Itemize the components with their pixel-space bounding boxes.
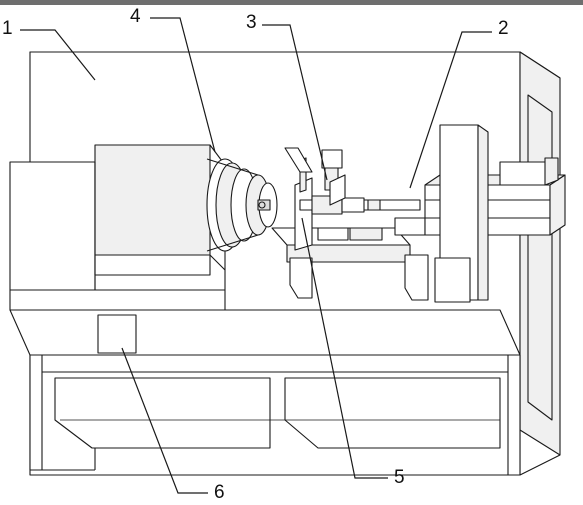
callout-4: 4 (130, 6, 141, 27)
callout-6: 6 (214, 482, 225, 503)
callout-5: 5 (394, 467, 405, 488)
tool-holder (321, 149, 346, 206)
top-border-bar (0, 0, 583, 5)
tailstock (424, 124, 566, 303)
headstock (9, 144, 226, 311)
callout-3: 3 (246, 12, 257, 33)
leader-lines (20, 17, 492, 494)
callout-2: 2 (498, 18, 509, 39)
spindle-flange (206, 158, 278, 252)
control-box (97, 314, 137, 354)
fixture-assembly (271, 147, 429, 301)
callout-1: 1 (2, 18, 13, 39)
